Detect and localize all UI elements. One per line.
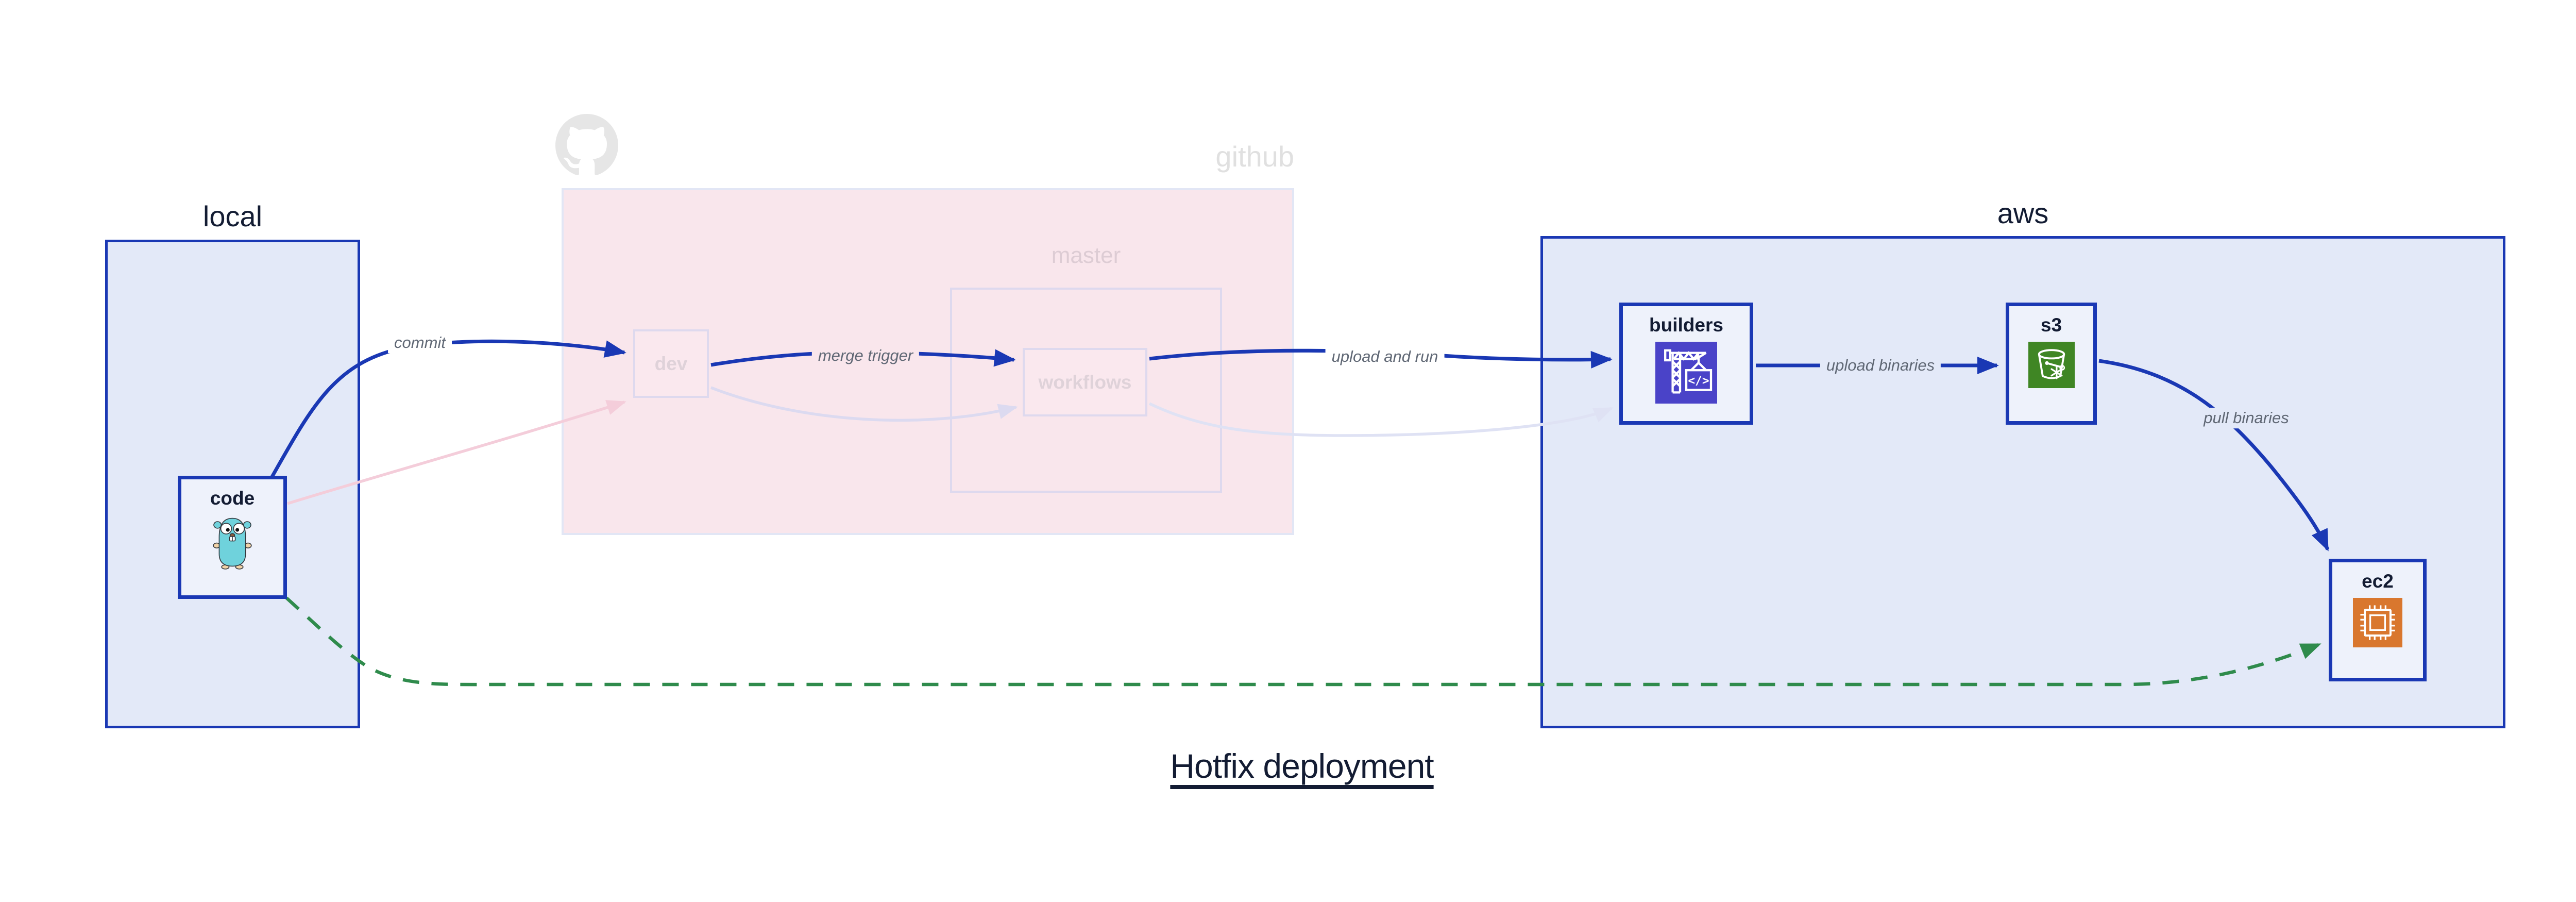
dev-node-label: dev bbox=[654, 353, 688, 374]
code-node: code bbox=[178, 476, 287, 599]
upload-and-run-edge-label: upload and run bbox=[1325, 346, 1445, 367]
go-gopher-icon bbox=[213, 517, 252, 570]
builders-node-label: builders bbox=[1649, 314, 1723, 336]
diagram-title: Hotfix deployment bbox=[1170, 747, 1434, 785]
faded-edge-dev-to-workflows bbox=[710, 386, 1018, 422]
ec2-node-label: ec2 bbox=[2362, 571, 2394, 592]
workflows-node: workflows bbox=[1023, 348, 1147, 416]
dev-branch-node: dev bbox=[633, 329, 709, 398]
aws-ec2-chip-icon bbox=[2353, 598, 2402, 647]
commit-edge-label: commit bbox=[388, 332, 452, 353]
pull-binaries-edge bbox=[2098, 359, 2330, 552]
ec2-node: ec2 bbox=[2329, 559, 2427, 681]
master-branch-label: master bbox=[1051, 243, 1121, 268]
aws-codebuild-crane-icon: </> bbox=[1655, 342, 1717, 404]
faded-edge-workflows-to-builders bbox=[1148, 402, 1614, 437]
aws-s3-bucket-icon bbox=[2028, 342, 2075, 388]
merge-trigger-edge-label: merge trigger bbox=[811, 345, 920, 366]
pull-binaries-edge-label: pull binaries bbox=[2197, 408, 2295, 428]
upload-binaries-edge-label: upload binaries bbox=[1820, 355, 1941, 376]
faded-edge-code-to-dev bbox=[287, 400, 626, 505]
master-branch-box bbox=[950, 288, 1222, 493]
hotfix-dashed-edge bbox=[285, 596, 2321, 687]
workflows-node-label: workflows bbox=[1038, 372, 1132, 393]
s3-node: s3 bbox=[2006, 303, 2097, 425]
code-node-label: code bbox=[210, 488, 255, 509]
s3-node-label: s3 bbox=[2040, 314, 2062, 336]
svg-text:</>: </> bbox=[1688, 374, 1709, 388]
aws-group-label: aws bbox=[1997, 197, 2049, 229]
github-group-label: github bbox=[1215, 140, 1294, 173]
builders-node: builders </> bbox=[1619, 303, 1753, 425]
github-octocat-icon bbox=[555, 114, 618, 175]
local-group-label: local bbox=[202, 200, 263, 232]
